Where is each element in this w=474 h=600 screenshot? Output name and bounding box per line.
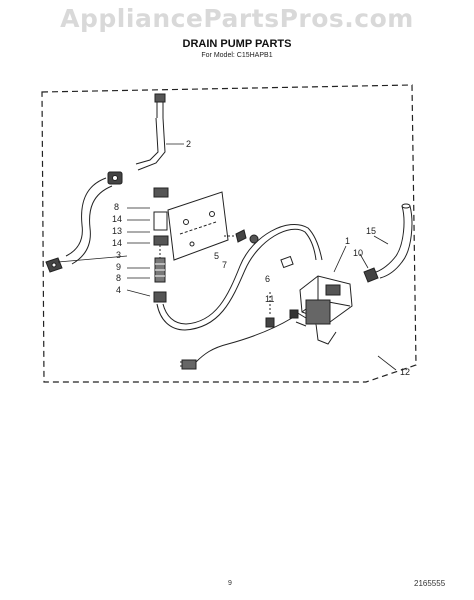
hose-part-3	[65, 177, 113, 265]
drain-pump-part-1	[289, 275, 353, 345]
page-number: 9	[228, 580, 232, 587]
drain-hose-part-15	[375, 203, 413, 279]
assembly-dashed-border	[41, 84, 417, 383]
callout-1: 1	[345, 236, 350, 246]
callout-3: 3	[116, 250, 121, 260]
callout-8-lower: 8	[116, 273, 121, 283]
coupling-part-14-lower	[153, 235, 169, 246]
washer-part-7	[249, 234, 259, 244]
document-code: 2165555	[414, 579, 446, 588]
hose-clamp-part-10	[363, 267, 379, 283]
callout-14-upper: 14	[112, 214, 122, 224]
fitting-part-6	[280, 255, 294, 269]
callout-7: 7	[222, 260, 227, 270]
screw-part-5	[235, 229, 247, 243]
fitting-part-4	[153, 291, 167, 303]
callout-11: 11	[265, 294, 274, 304]
callout-13: 13	[112, 226, 122, 236]
coupling-part-13	[153, 211, 168, 231]
diagram-subtitle: For Model: C15HAPB1	[201, 52, 273, 59]
callout-12: 12	[400, 367, 410, 377]
drain-tube-part-2	[135, 93, 166, 171]
callout-2: 2	[186, 139, 191, 149]
callout-4: 4	[116, 285, 121, 295]
callout-14-lower: 14	[112, 238, 122, 248]
hose-clamp-part-8-upper	[107, 171, 123, 185]
callout-leaders	[57, 143, 397, 371]
callout-9: 9	[116, 262, 121, 272]
callout-15: 15	[366, 226, 376, 236]
mounting-bracket	[167, 191, 229, 261]
connector-part-9	[154, 257, 166, 283]
pump-outlet-hose	[156, 223, 323, 331]
callout-5: 5	[214, 251, 219, 261]
coupling-part-14-upper	[153, 187, 169, 198]
watermark-text: AppliancePartsPros.com	[60, 4, 414, 33]
diagram-title: DRAIN PUMP PARTS	[182, 38, 292, 50]
callout-6: 6	[265, 274, 270, 284]
callout-8-upper: 8	[114, 202, 119, 212]
hose-clamp-part-8-lower	[45, 257, 63, 273]
callout-10: 10	[353, 248, 363, 258]
gasket-part-11	[265, 317, 275, 328]
power-cord	[180, 317, 293, 370]
